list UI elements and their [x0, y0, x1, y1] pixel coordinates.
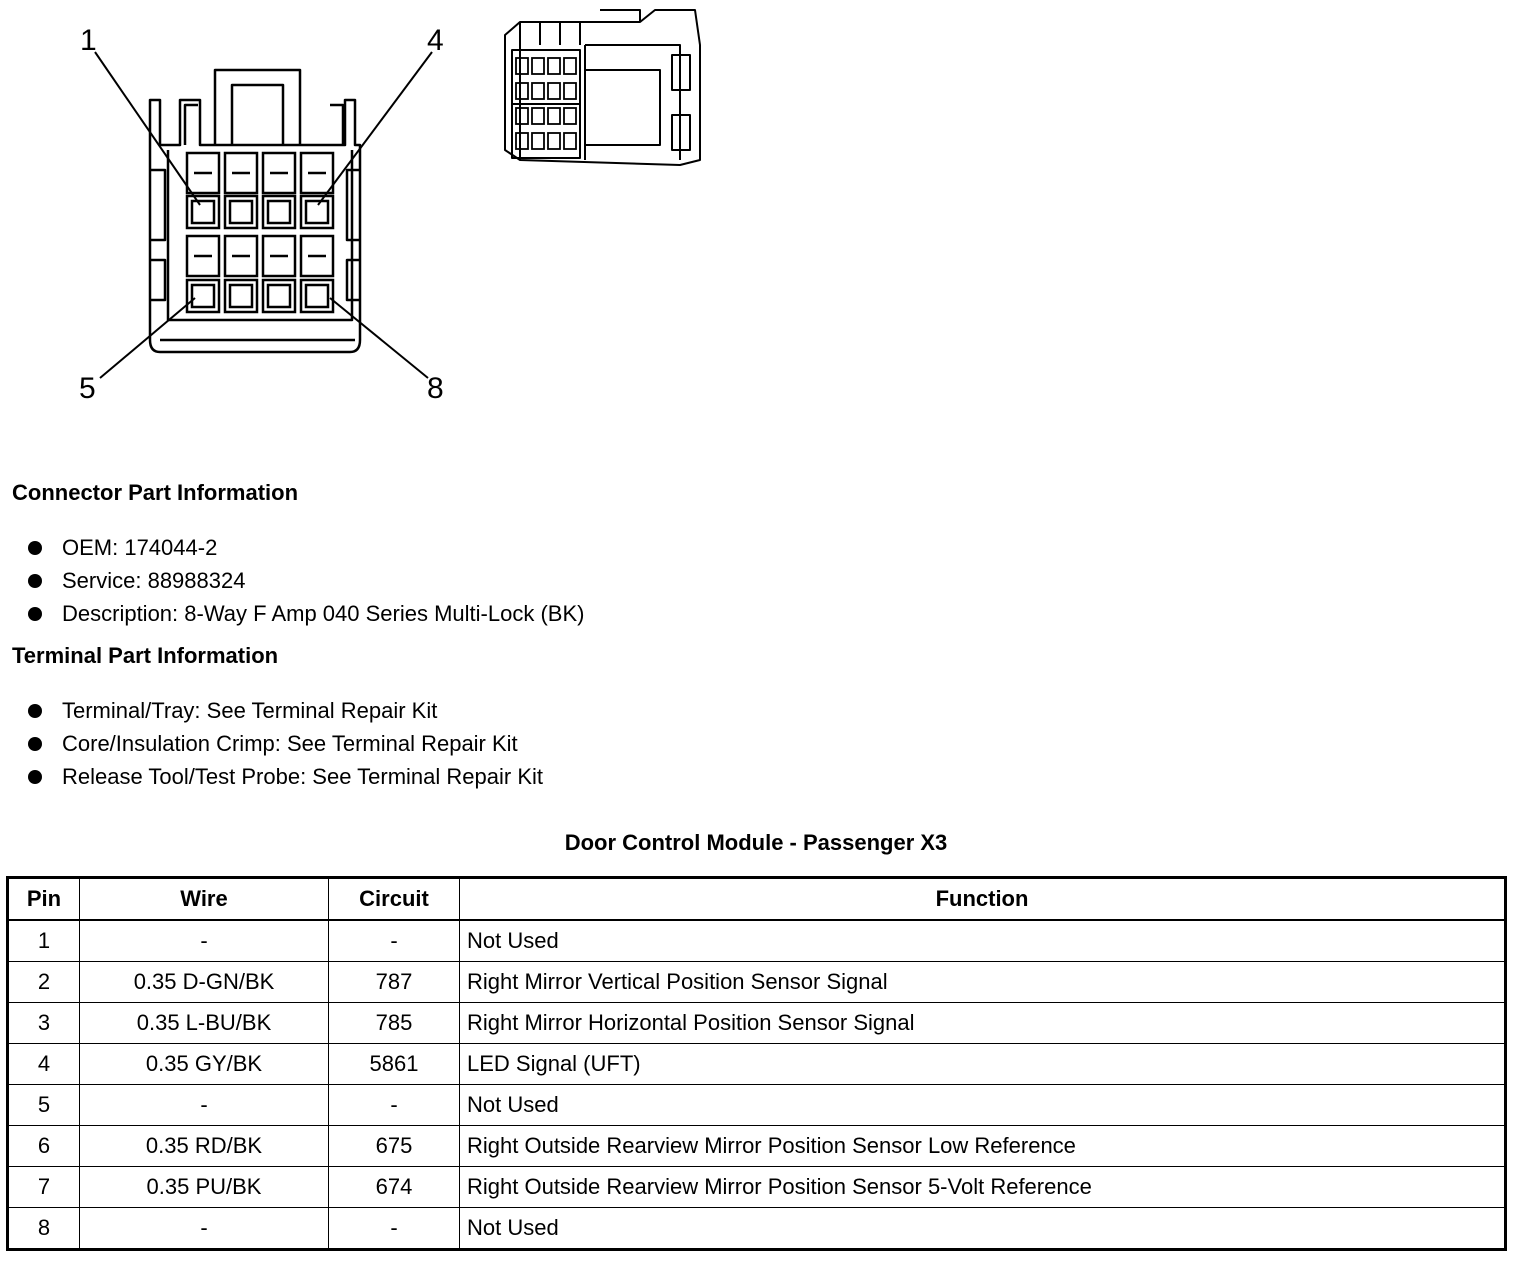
cell-func: Right Mirror Horizontal Position Sensor … [459, 1002, 1506, 1044]
connector-diagram [94, 9, 701, 379]
header-wire: Wire [79, 877, 329, 921]
cell-func: Right Outside Rearview Mirror Position S… [459, 1166, 1506, 1208]
terminal-info-list: Terminal/Tray: See Terminal Repair Kit C… [28, 694, 543, 793]
cell-func: Right Outside Rearview Mirror Position S… [459, 1125, 1506, 1167]
cell-pin: 2 [7, 961, 80, 1003]
cell-pin: 8 [7, 1207, 80, 1250]
list-item: Core/Insulation Crimp: See Terminal Repa… [28, 727, 543, 760]
list-item: Description: 8-Way F Amp 040 Series Mult… [28, 597, 584, 630]
table-header-row: Pin Wire Circuit Function [7, 877, 1506, 921]
cell-circuit: 787 [328, 961, 460, 1003]
header-pin: Pin [7, 877, 80, 921]
cell-wire: - [79, 1207, 329, 1250]
list-item: Release Tool/Test Probe: See Terminal Re… [28, 760, 543, 793]
connector-info-list: OEM: 174044-2 Service: 88988324 Descript… [28, 531, 584, 630]
pin-label-8: 8 [427, 372, 444, 405]
cell-func: Not Used [459, 919, 1506, 962]
pin-label-5: 5 [79, 372, 96, 405]
cell-func: LED Signal (UFT) [459, 1043, 1506, 1085]
cell-pin: 6 [7, 1125, 80, 1167]
bullet-icon [28, 704, 42, 718]
table-row: 1--Not Used [7, 919, 1506, 962]
cell-pin: 5 [7, 1084, 80, 1126]
cell-wire: - [79, 1084, 329, 1126]
cell-circuit: 5861 [328, 1043, 460, 1085]
pin-label-4: 4 [427, 24, 444, 57]
table-title: Door Control Module - Passenger X3 [564, 830, 948, 855]
cell-pin: 3 [7, 1002, 80, 1044]
bullet-icon [28, 607, 42, 621]
pin-label-1: 1 [80, 24, 97, 57]
cell-circuit: 674 [328, 1166, 460, 1208]
cell-wire: 0.35 L-BU/BK [79, 1002, 329, 1044]
list-item: Service: 88988324 [28, 564, 584, 597]
cell-circuit: - [328, 1084, 460, 1126]
cell-circuit: 785 [328, 1002, 460, 1044]
bullet-icon [28, 574, 42, 588]
list-item: Terminal/Tray: See Terminal Repair Kit [28, 694, 543, 727]
cell-func: Not Used [459, 1207, 1506, 1250]
table-row: 8--Not Used [7, 1207, 1506, 1250]
cell-pin: 4 [7, 1043, 80, 1085]
cell-circuit: 675 [328, 1125, 460, 1167]
cell-circuit: - [328, 1207, 460, 1250]
bullet-icon [28, 541, 42, 555]
cell-pin: 7 [7, 1166, 80, 1208]
terminal-info-heading: Terminal Part Information [12, 643, 279, 668]
bullet-icon [28, 737, 42, 751]
cell-wire: 0.35 GY/BK [79, 1043, 329, 1085]
cell-wire: 0.35 D-GN/BK [79, 961, 329, 1003]
cell-pin: 1 [7, 919, 80, 962]
cell-func: Right Mirror Vertical Position Sensor Si… [459, 961, 1506, 1003]
list-item: OEM: 174044-2 [28, 531, 584, 564]
table-row: 5--Not Used [7, 1084, 1506, 1126]
cell-circuit: - [328, 919, 460, 962]
cell-wire: 0.35 RD/BK [79, 1125, 329, 1167]
cell-wire: - [79, 919, 329, 962]
header-function: Function [459, 877, 1506, 921]
header-circuit: Circuit [328, 877, 460, 921]
connector-info-heading: Connector Part Information [12, 480, 299, 505]
bullet-icon [28, 770, 42, 784]
cell-func: Not Used [459, 1084, 1506, 1126]
cell-wire: 0.35 PU/BK [79, 1166, 329, 1208]
